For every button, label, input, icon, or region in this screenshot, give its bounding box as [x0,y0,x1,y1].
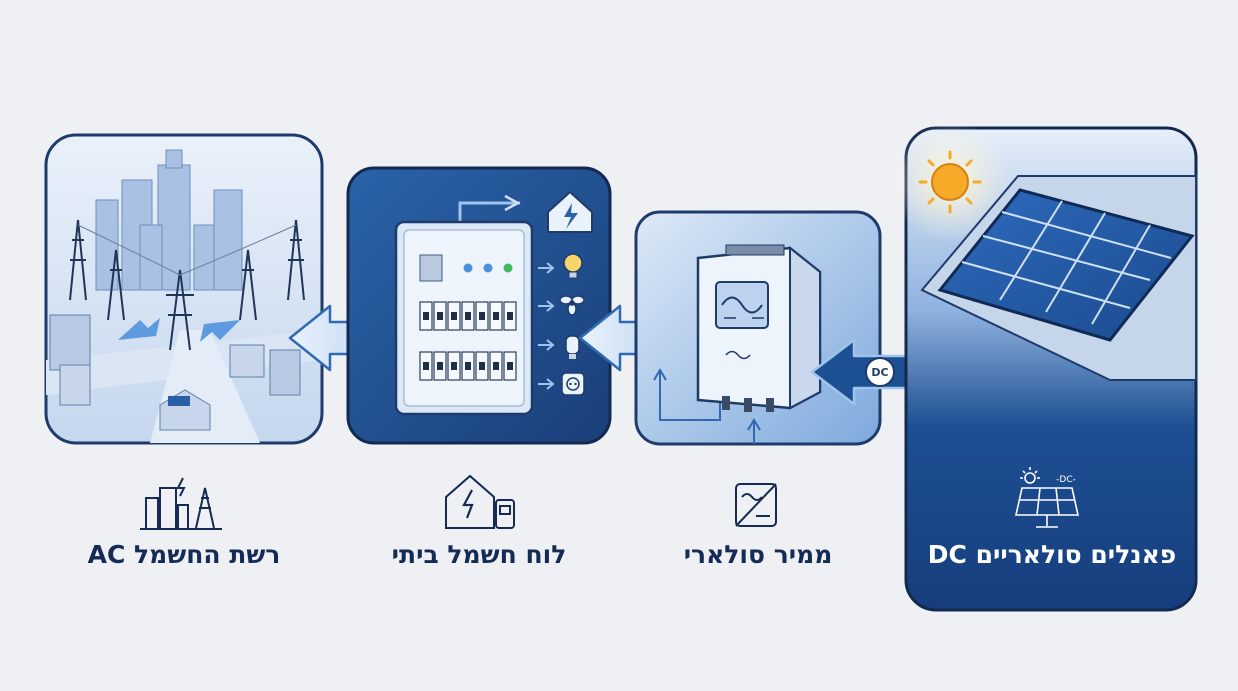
power-towers-illustration [69,219,305,351]
svg-text:-DC-: -DC- [1056,475,1076,485]
solar-array [920,175,1197,381]
label-solar-panels: פאנלים סולאריים DC [927,540,1177,569]
sun-icon [918,150,982,214]
house-bolt-meter-icon [445,474,515,529]
appliance-arrows [538,262,555,390]
dc-badge: DC [865,357,895,387]
label-grid: רשת החשמל AC [87,540,281,569]
bulb-icon [563,253,583,279]
svg-text:DC: DC [871,366,888,379]
grid-inflow-arrow-left [118,318,160,340]
light-fixture-icon [565,335,580,359]
label-board: לוח חשמל ביתי [391,540,567,569]
grid-panel [44,133,324,445]
solar-panels-panel: -DC- [890,122,1198,612]
indicator-led [483,263,493,273]
inverter-box [696,244,822,412]
inverter-wave-icon [735,483,777,527]
fan-icon [559,295,585,316]
distribution-cabinet [394,220,534,416]
power-socket-icon [561,372,585,396]
label-inverter: ממיר סולארי [683,540,833,569]
indicator-led [503,263,513,273]
city-powerline-icon [140,477,222,530]
inverter-panel [634,210,882,446]
indicator-led [463,263,473,273]
board-top-flow-line [458,201,520,222]
board-panel [346,166,612,445]
solar-panel-sun-icon: -DC- [1015,467,1079,528]
city-skyline-illustration [95,149,243,291]
houses-illustration [49,314,301,431]
house-bolt-icon [547,190,593,233]
grid-inflow-arrow-right [200,320,240,342]
